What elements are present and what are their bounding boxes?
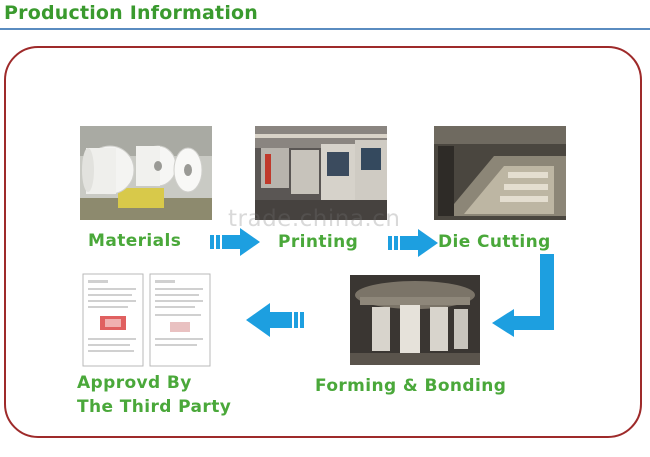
arrow-left-icon xyxy=(246,303,308,337)
arrow-right-icon xyxy=(210,228,262,256)
certificate-photo xyxy=(80,270,214,370)
step-label-materials: Materials xyxy=(88,231,182,251)
arrow-down-left-icon xyxy=(490,254,560,344)
step-label-printing: Printing xyxy=(278,232,359,252)
page-title: Production Information xyxy=(4,2,259,24)
process-frame xyxy=(4,46,642,438)
step-label-approval-line2: The Third Party xyxy=(77,397,232,417)
arrow-right-icon xyxy=(388,229,438,257)
step-label-approval-line1: Approvd By xyxy=(77,373,192,393)
header-divider xyxy=(0,28,650,30)
step-label-forming-bonding: Forming & Bonding xyxy=(315,376,507,396)
die-cutting-photo xyxy=(434,126,566,220)
watermark-text: trade.china.cn xyxy=(228,206,401,232)
forming-photo xyxy=(350,275,480,365)
printing-photo xyxy=(255,126,387,220)
materials-photo xyxy=(80,126,212,220)
step-label-die-cutting: Die Cutting xyxy=(438,232,551,252)
